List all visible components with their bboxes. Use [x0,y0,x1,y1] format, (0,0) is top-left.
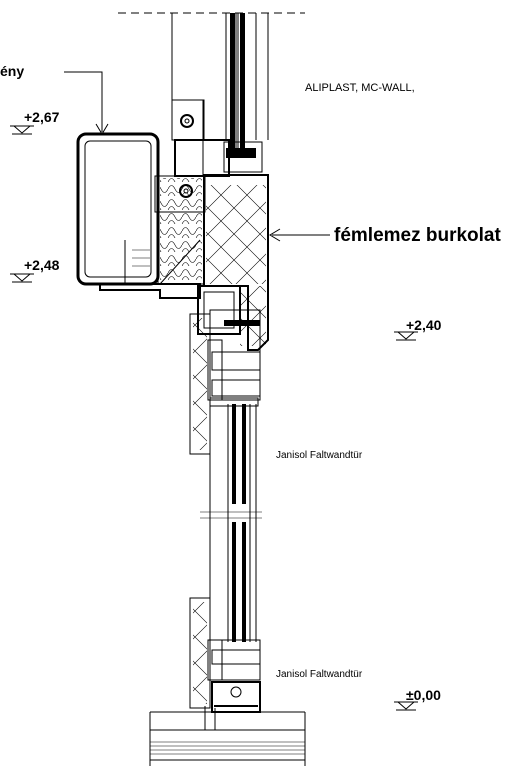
level-marker-240 [394,331,418,341]
level-label-000: ±0,00 [406,687,441,703]
partial-label-left: ény [0,63,24,79]
door-glazing [209,397,259,642]
level-marker-248 [10,273,34,283]
mineral-wool [157,175,205,285]
threshold-assembly [204,681,261,730]
floor-layers [149,711,306,766]
glazing-upper [230,13,245,153]
door-label-upper: Janisol Faltwandtür [276,450,363,461]
level-label-240: +2,40 [406,317,442,333]
break-line [200,511,262,519]
product-label-top: ALIPLAST, MC-WALL, [305,82,415,94]
level-marker-000 [394,701,418,711]
steel-rhs-profile [76,132,160,286]
upper-frame-lines [171,13,269,140]
level-marker-267 [10,125,34,135]
level-label-267: +2,67 [24,109,60,125]
cladding-leader [269,228,330,242]
door-label-lower: Janisol Faltwandtür [276,669,363,680]
door-jamb-upper [189,309,261,455]
cladding-label: fémlemez burkolat [334,225,501,246]
leader-line-left [64,71,103,132]
door-jamb-lower [189,597,261,709]
level-label-248: +2,48 [24,257,60,273]
insulation-block [203,174,269,351]
